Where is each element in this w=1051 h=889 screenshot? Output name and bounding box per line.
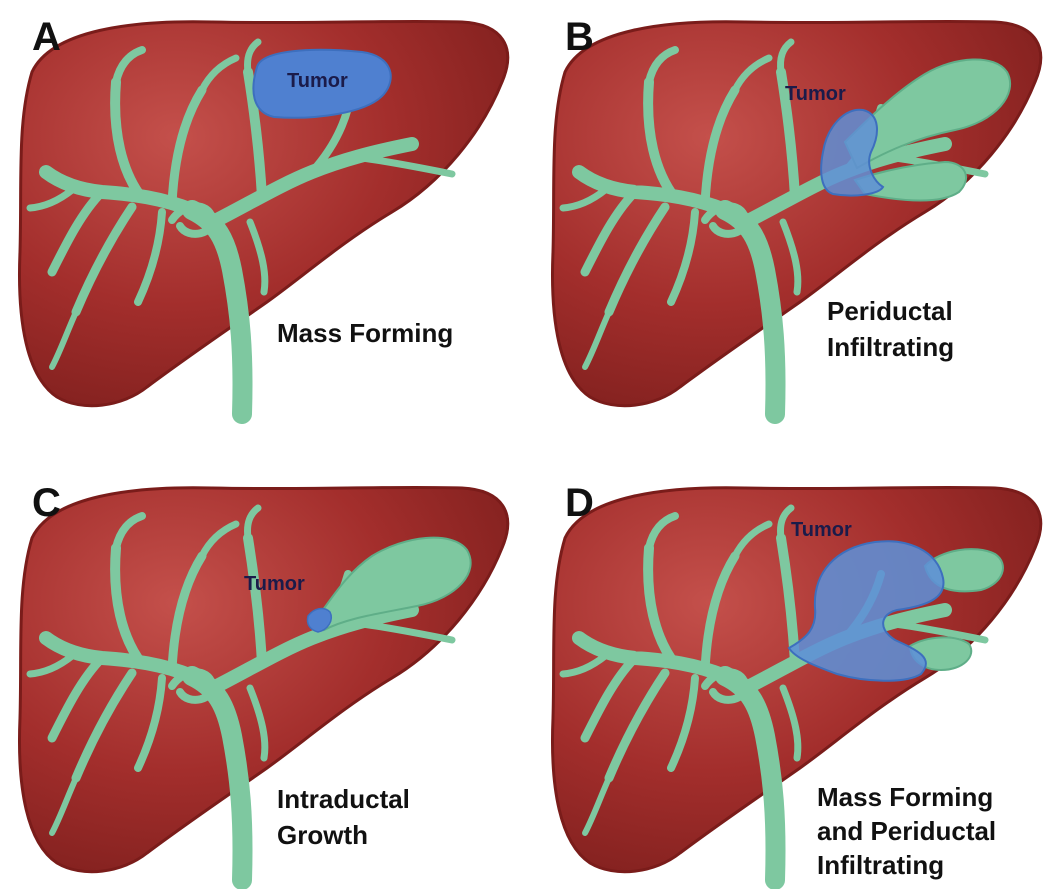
panel-caption-line-2: and Periductal — [817, 816, 996, 846]
panel-letter: D — [565, 481, 594, 525]
panel-caption: Mass Forming — [277, 318, 453, 348]
panel-c: Tumor C Intraductal Growth — [19, 481, 507, 880]
panel-caption-line-1: Periductal — [827, 296, 953, 326]
panel-letter: A — [32, 15, 61, 59]
panel-caption-line-3: Infiltrating — [817, 850, 944, 880]
tumor-label: Tumor — [791, 519, 852, 541]
panel-d: Tumor D Mass Forming and Periductal Infi… — [552, 481, 1040, 880]
tumor-label: Tumor — [785, 83, 846, 105]
tumor-label: Tumor — [244, 573, 305, 595]
tumor-label: Tumor — [287, 70, 348, 92]
panel-caption-line-1: Mass Forming — [817, 782, 993, 812]
panel-a: Tumor A Mass Forming — [19, 15, 507, 414]
panel-b: Tumor B Periductal Infiltrating — [552, 15, 1040, 414]
panel-caption-line-2: Infiltrating — [827, 332, 954, 362]
liver-shape — [552, 487, 1040, 871]
panel-letter: C — [32, 481, 61, 525]
panel-caption-line-2: Growth — [277, 820, 368, 850]
panel-caption-line-1: Intraductal — [277, 784, 410, 814]
panel-letter: B — [565, 15, 594, 59]
